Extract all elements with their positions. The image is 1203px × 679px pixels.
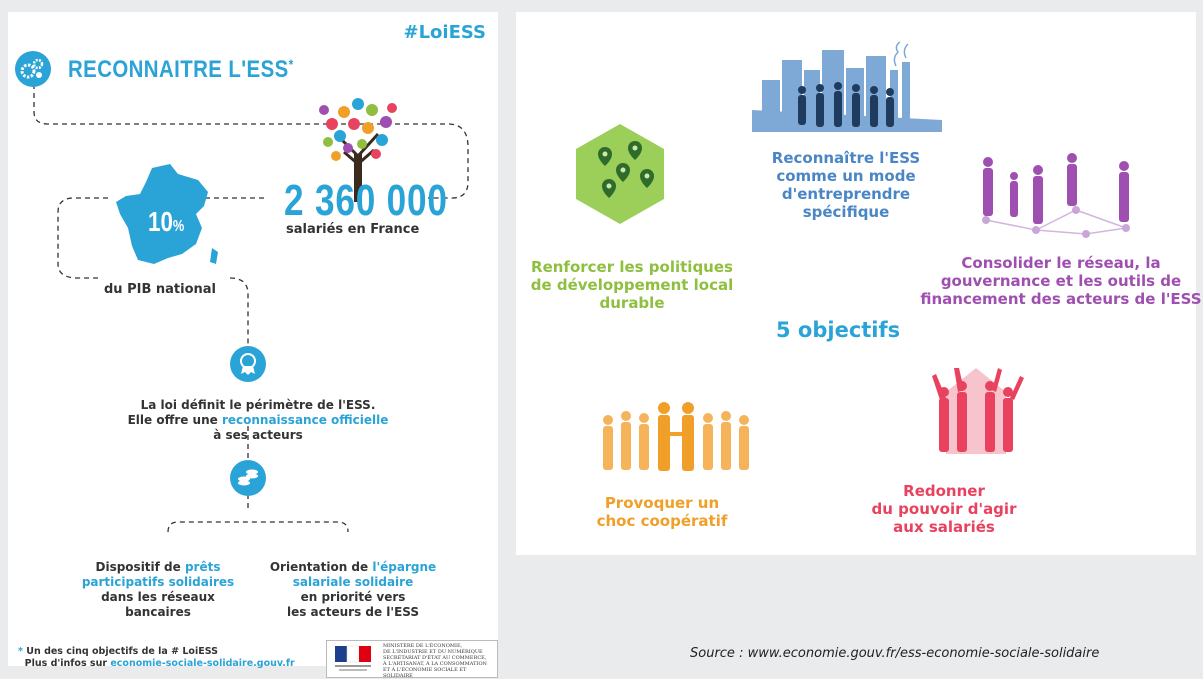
city-people-icon	[752, 41, 942, 132]
objective-4-line-1: Provoquer un	[604, 494, 720, 512]
ministry-line-1: MINISTÈRE DE L'ÉCONOMIE,	[383, 643, 463, 649]
objective-2-line-1: Reconnaître l'ESS	[771, 149, 921, 167]
ministry-text: MINISTÈRE DE L'ÉCONOMIE, DE L'INDUSTRIE …	[383, 643, 497, 679]
solidarity-loans-text: Dispositif de prêts participatifs solida…	[68, 560, 248, 620]
footnote-line-2: Plus d'infos sur	[24, 658, 111, 669]
employees-label: salariés en France	[286, 222, 420, 237]
loans-pre: Dispositif de	[95, 560, 185, 574]
loans-rest-1: dans les réseaux	[101, 590, 215, 604]
loans-highlight-2: participatifs solidaires	[81, 575, 235, 589]
ministry-line-3: SECRÉTARIAT D'ÉTAT AU COMMERCE,	[383, 655, 487, 661]
objective-consolidate-network: Consolider le réseau, la gouvernance et …	[916, 254, 1203, 308]
page-title: RECONNAITRE L'ESS*	[68, 56, 294, 84]
employees-count: 2 360 000	[284, 176, 448, 225]
handshake-people-icon	[603, 402, 749, 471]
objective-4-line-2: choc coopératif	[596, 512, 728, 530]
footnote: * Un des cinq objectifs de la # LoiESS P…	[18, 646, 295, 670]
objective-cooperative-shock: Provoquer un choc coopératif	[582, 494, 742, 530]
hashtag-loiess: #LoiESS	[403, 22, 486, 43]
footnote-star: *	[18, 646, 23, 657]
objective-3-line-2: gouvernance et les outils de	[940, 272, 1182, 290]
ministry-line-5: ET À L'ÉCONOMIE SOCIALE ET SOLIDAIRE	[383, 667, 467, 679]
gdp-label: du PIB national	[104, 282, 216, 297]
people-tree-icon	[319, 98, 397, 202]
infographic-left-panel: #LoiESS RECONNAITRE L'ESS* 2 360 000 sal…	[8, 12, 498, 679]
objective-local-development: Renforcer les politiques de développemen…	[522, 258, 742, 312]
employee-savings-text: Orientation de l'épargne salariale solid…	[263, 560, 443, 620]
title-text: RECONNAITRE L'ESS	[68, 56, 289, 83]
objective-3-line-1: Consolider le réseau, la	[961, 254, 1161, 272]
coins-icon	[230, 460, 266, 496]
map-pins-icon	[576, 124, 664, 224]
law-line-3: à ses acteurs	[213, 428, 303, 442]
objective-recognize-ess: Reconnaître l'ESS comme un mode d'entrep…	[756, 149, 936, 221]
source-caption: Source : www.economie.gouv.fr/ess-econom…	[690, 646, 1100, 661]
savings-pre: Orientation de	[269, 560, 373, 574]
savings-highlight-2: salariale solidaire	[292, 575, 414, 589]
law-highlight: reconnaissance officielle	[221, 413, 389, 427]
objective-1-line-1: Renforcer les politiques	[531, 258, 733, 276]
network-people-icon	[982, 153, 1130, 238]
ministry-line-4: À L'ARTISANAT, À LA CONSOMMATION	[383, 661, 487, 667]
objective-5-line-3: aux salariés	[893, 518, 995, 536]
objective-1-line-2: de développement local	[530, 276, 734, 294]
france-map-icon	[116, 164, 218, 264]
raised-arms-people-icon	[932, 368, 1024, 454]
gears-icon	[15, 51, 51, 87]
gdp-percentage: 10%	[148, 206, 184, 238]
law-line-1: La loi définit le périmètre de l'ESS.	[140, 398, 376, 412]
law-description: La loi définit le périmètre de l'ESS. El…	[108, 398, 408, 443]
french-republic-logo	[335, 645, 371, 671]
law-line-2: Elle offre une reconnaissance officielle	[108, 413, 408, 428]
percentage-value: 10	[148, 206, 173, 237]
loans-rest-2: bancaires	[125, 605, 191, 619]
objective-2-line-4: spécifique	[802, 203, 890, 221]
footnote-line-1: Un des cinq objectifs de la # LoiESS	[26, 646, 218, 657]
dashed-connector-path	[33, 84, 469, 533]
footnote-link[interactable]: economie-sociale-solidaire.gouv.fr	[110, 658, 295, 669]
medal-icon	[230, 346, 266, 382]
objectives-right-panel: Renforcer les politiques de développemen…	[516, 12, 1202, 555]
objective-empower-employees: Redonner du pouvoir d'agir aux salariés	[864, 482, 1024, 536]
objective-2-line-2: comme un mode	[776, 167, 916, 185]
loans-highlight-1: prêts	[184, 560, 221, 574]
objective-5-line-1: Redonner	[903, 482, 985, 500]
ministry-logo-block: MINISTÈRE DE L'ÉCONOMIE, DE L'INDUSTRIE …	[326, 640, 498, 679]
law-line-2-text: Elle offre une	[127, 413, 222, 427]
ministry-line-2: DE L'INDUSTRIE ET DU NUMÉRIQUE	[383, 649, 483, 655]
savings-highlight-1: l'épargne	[372, 560, 437, 574]
savings-rest-2: les acteurs de l'ESS	[286, 605, 420, 619]
objective-3-line-3: financement des acteurs de l'ESS	[920, 290, 1202, 308]
objective-1-line-3: durable	[599, 294, 665, 312]
five-objectives-label: 5 objectifs	[776, 318, 901, 342]
objective-2-line-3: d'entreprendre	[781, 185, 911, 203]
savings-rest-1: en priorité vers	[300, 590, 406, 604]
percent-sign: %	[172, 218, 185, 235]
objective-5-line-2: du pouvoir d'agir	[871, 500, 1017, 518]
title-star: *	[288, 56, 294, 72]
